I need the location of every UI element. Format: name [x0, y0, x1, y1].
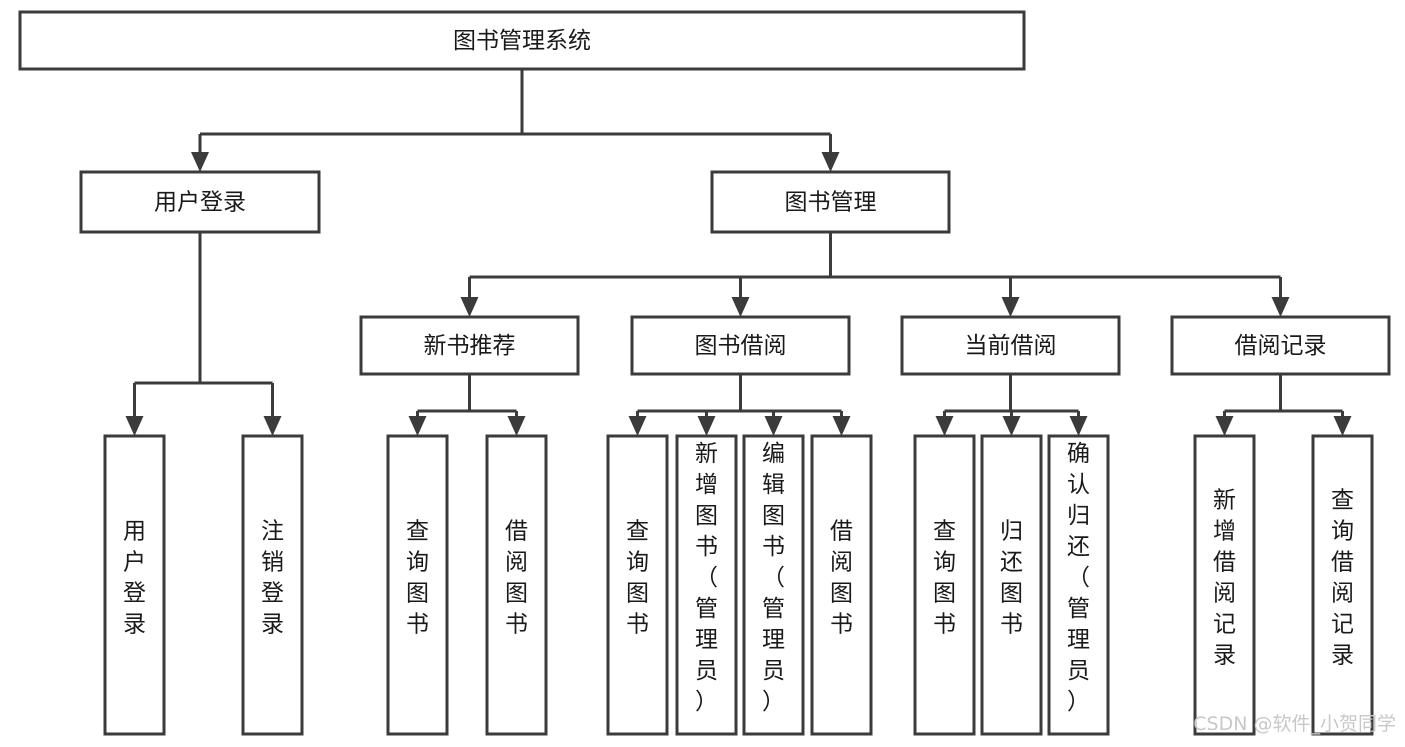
arrow-head-icon — [1271, 297, 1290, 317]
node-label-leaf-user-logout: 注销登录 — [261, 519, 284, 638]
csdn-watermark: CSDN @软件_小贺同学 — [1193, 713, 1396, 735]
node-label-leaf-edit-book-admin: 编辑图书（管理员） — [762, 441, 785, 715]
node-borrow-records[interactable]: 借阅记录 — [1170, 315, 1391, 376]
node-label-leaf-query-book-borrow: 查询图书 — [626, 519, 649, 638]
node-box-leaf-borrow-book-recommend[interactable] — [485, 434, 548, 736]
connector-group-book-borrow — [628, 374, 851, 436]
node-box-root[interactable] — [18, 10, 1026, 71]
node-box-leaf-confirm-return-admin[interactable] — [1047, 434, 1110, 736]
arrow-head-icon — [191, 152, 209, 172]
node-leaf-query-book-recommend[interactable]: 查询图书 — [386, 434, 449, 736]
arrow-head-icon — [460, 297, 479, 317]
arrow-head-icon — [1069, 416, 1088, 436]
node-label-leaf-add-borrow-record: 新增借阅记录 — [1213, 488, 1236, 669]
node-box-leaf-query-book-current[interactable] — [913, 434, 976, 736]
arrow-head-icon — [1002, 416, 1021, 436]
node-box-leaf-add-book-admin[interactable] — [675, 434, 738, 736]
node-label-current-borrow: 当前借阅 — [965, 333, 1057, 359]
node-box-leaf-query-borrow-record[interactable] — [1311, 434, 1374, 736]
node-leaf-return-book[interactable]: 归还图书 — [980, 434, 1043, 736]
connector-group-new-book-recommend — [408, 374, 526, 436]
node-label-leaf-return-book: 归还图书 — [1000, 519, 1023, 638]
node-leaf-query-borrow-record[interactable]: 查询借阅记录 — [1311, 434, 1374, 736]
node-label-new-book-recommend: 新书推荐 — [424, 333, 516, 359]
node-leaf-edit-book-admin[interactable]: 编辑图书（管理员） — [742, 434, 805, 736]
node-label-borrow-records: 借阅记录 — [1235, 333, 1327, 359]
node-label-root: 图书管理系统 — [453, 28, 591, 54]
arrow-head-icon — [263, 416, 282, 436]
arrow-head-icon — [935, 416, 954, 436]
node-leaf-borrow-book-recommend[interactable]: 借阅图书 — [485, 434, 548, 736]
node-box-user-login[interactable] — [79, 170, 321, 234]
node-book-management[interactable]: 图书管理 — [710, 170, 951, 234]
node-label-leaf-add-book-admin: 新增图书（管理员） — [695, 441, 718, 715]
arrow-head-icon — [1333, 416, 1352, 436]
node-box-borrow-records[interactable] — [1170, 315, 1391, 376]
node-label-book-borrow: 图书借阅 — [695, 333, 787, 359]
arrow-head-icon — [1215, 416, 1234, 436]
arrow-head-icon — [821, 152, 840, 172]
arrow-head-icon — [125, 416, 144, 436]
connector-lines — [125, 69, 1352, 436]
node-box-leaf-edit-book-admin[interactable] — [742, 434, 805, 736]
node-leaf-query-book-borrow[interactable]: 查询图书 — [606, 434, 669, 736]
node-box-leaf-user-login[interactable] — [103, 434, 166, 736]
node-box-book-borrow[interactable] — [630, 315, 851, 376]
node-label-leaf-query-borrow-record: 查询借阅记录 — [1331, 488, 1354, 669]
node-label-leaf-query-book-current: 查询图书 — [933, 519, 956, 638]
connector-group-borrow-records — [1215, 374, 1352, 436]
node-label-leaf-query-book-recommend: 查询图书 — [406, 519, 429, 638]
node-label-user-login: 用户登录 — [154, 190, 246, 216]
node-box-book-management[interactable] — [710, 170, 951, 234]
node-label-leaf-user-login: 用户登录 — [123, 519, 146, 638]
node-box-leaf-query-book-recommend[interactable] — [386, 434, 449, 736]
arrow-head-icon — [628, 416, 647, 436]
node-leaf-user-logout[interactable]: 注销登录 — [241, 434, 304, 736]
node-current-borrow[interactable]: 当前借阅 — [900, 315, 1121, 376]
node-box-leaf-return-book[interactable] — [980, 434, 1043, 736]
node-box-leaf-borrow-book[interactable] — [810, 434, 873, 736]
connector-group-book-management — [460, 232, 1290, 317]
node-root[interactable]: 图书管理系统 — [18, 10, 1026, 71]
node-leaf-confirm-return-admin[interactable]: 确认归还（管理员） — [1047, 434, 1110, 736]
connector-group-current-borrow — [935, 374, 1088, 436]
node-leaf-borrow-book[interactable]: 借阅图书 — [810, 434, 873, 736]
node-user-login[interactable]: 用户登录 — [79, 170, 321, 234]
node-label-leaf-confirm-return-admin: 确认归还（管理员） — [1067, 441, 1090, 715]
node-label-leaf-borrow-book: 借阅图书 — [830, 519, 853, 638]
arrow-head-icon — [697, 416, 716, 436]
node-box-new-book-recommend[interactable] — [359, 315, 580, 376]
node-box-leaf-user-logout[interactable] — [241, 434, 304, 736]
arrow-head-icon — [408, 416, 427, 436]
node-boxes: 图书管理系统用户登录图书管理新书推荐图书借阅当前借阅借阅记录用户登录注销登录查询… — [18, 10, 1391, 736]
node-leaf-user-login[interactable]: 用户登录 — [103, 434, 166, 736]
node-box-leaf-add-borrow-record[interactable] — [1193, 434, 1256, 736]
node-label-leaf-borrow-book-recommend: 借阅图书 — [505, 519, 528, 638]
connector-group-user-login — [125, 232, 282, 436]
node-label-book-management: 图书管理 — [785, 190, 877, 216]
node-leaf-query-book-current[interactable]: 查询图书 — [913, 434, 976, 736]
arrow-head-icon — [1001, 297, 1020, 317]
connector-group-root — [191, 69, 840, 172]
node-new-book-recommend[interactable]: 新书推荐 — [359, 315, 580, 376]
node-leaf-add-borrow-record[interactable]: 新增借阅记录 — [1193, 434, 1256, 736]
arrow-head-icon — [832, 416, 851, 436]
node-leaf-add-book-admin[interactable]: 新增图书（管理员） — [675, 434, 738, 736]
node-book-borrow[interactable]: 图书借阅 — [630, 315, 851, 376]
arrow-head-icon — [507, 416, 526, 436]
node-box-current-borrow[interactable] — [900, 315, 1121, 376]
arrow-head-icon — [731, 297, 750, 317]
arrow-head-icon — [764, 416, 783, 436]
node-box-leaf-query-book-borrow[interactable] — [606, 434, 669, 736]
